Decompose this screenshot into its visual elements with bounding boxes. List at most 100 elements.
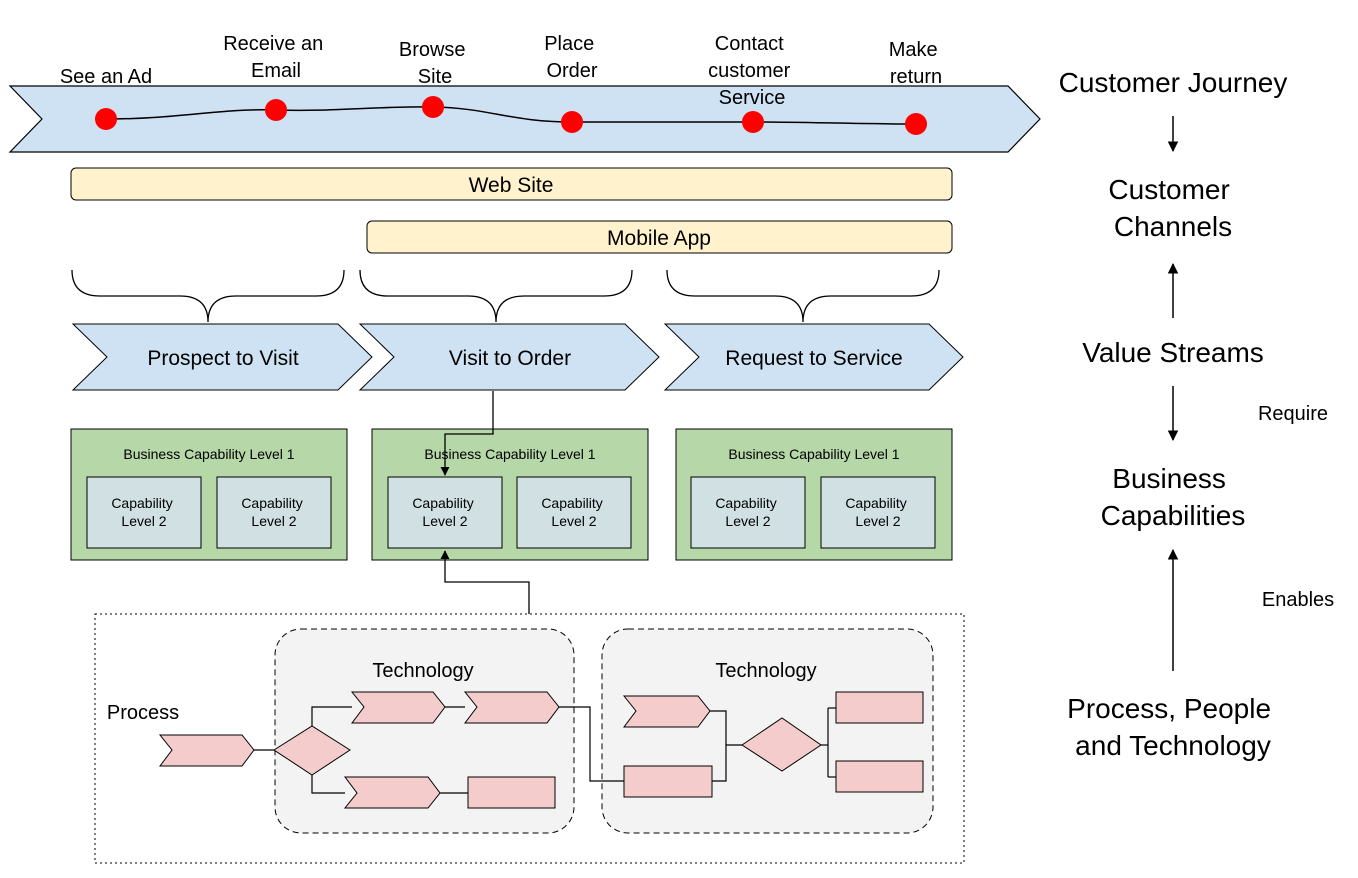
customer-channels: Web Site Mobile App	[70, 167, 953, 254]
curly-brace	[71, 269, 345, 323]
layer-label-business-capabilities: Business	[1112, 463, 1226, 494]
journey-step-label: Make	[889, 39, 938, 61]
capability-level-2	[216, 476, 332, 549]
journey-step: See an Ad	[60, 66, 152, 130]
mobile-app-channel	[366, 220, 953, 254]
capability-level-2-label: Capability	[541, 495, 602, 511]
process-flow-lines	[254, 706, 836, 794]
journey-step: Make return	[889, 39, 942, 135]
svg-text:Browse Site: Browse Site	[399, 39, 471, 88]
capability-level-2	[516, 476, 632, 549]
flow-line	[311, 770, 345, 794]
decision-diamond	[741, 717, 822, 772]
layer-label-value-streams: Value Streams	[1082, 337, 1264, 368]
journey-step-label: return	[890, 66, 942, 88]
journey-step-label: Browse	[399, 39, 466, 61]
process-task	[467, 776, 556, 809]
flow-line	[710, 710, 727, 745]
journey-step-dot	[422, 96, 444, 118]
capability-level-2-label: Level 2	[121, 513, 166, 529]
process-step-chevron	[343, 776, 441, 809]
journey-step-label: Contact	[715, 33, 784, 55]
value-stream-chevron	[71, 323, 373, 391]
capability-level-2-label: Capability	[241, 495, 302, 511]
layer-label-customer-journey: Customer Journey	[1059, 67, 1288, 98]
layer-label-business-capabilities: Capabilities	[1101, 500, 1246, 531]
process-shapes	[158, 691, 924, 809]
process-boundary	[94, 613, 965, 864]
capability-level-1-title: Business Capability Level 1	[424, 446, 595, 462]
journey-step-dot	[905, 113, 927, 135]
process-area: Process Technology Technology	[94, 613, 965, 864]
capability-level-2-label: Level 2	[855, 513, 900, 529]
svg-text:See an Ad: See an Ad	[60, 66, 152, 88]
journey-step-dot	[95, 108, 117, 130]
process-step-chevron	[463, 691, 560, 724]
journey-step-label: Receive an	[223, 33, 323, 55]
journey-step-label: Email	[251, 60, 301, 82]
flow-line	[712, 744, 742, 782]
process-label: Process	[107, 702, 179, 724]
technology-group-label: Technology	[715, 660, 816, 682]
layer-label-process-people-technology: Process, People	[1067, 693, 1271, 724]
capability-level-2-label: Level 2	[551, 513, 596, 529]
journey-step: Contact customer Service	[708, 33, 796, 133]
svg-text:Business Capabilities: Business Capabilities	[1101, 463, 1246, 531]
web-site-channel	[70, 167, 953, 201]
journey-step-label: See an Ad	[60, 66, 152, 88]
decision-diamond	[273, 725, 351, 776]
svg-text:Place Order: Place Order	[544, 33, 600, 82]
journey-step-dot	[742, 111, 764, 133]
capability-level-2-label: Capability	[845, 495, 906, 511]
value-stream-chevron	[358, 323, 660, 391]
journey-step: Browse Site	[399, 39, 471, 118]
capability-level-2-label: Level 2	[251, 513, 296, 529]
relation-require-label: Require	[1258, 403, 1328, 425]
value-stream-label: Visit to Order	[449, 347, 571, 370]
process-to-capability-connector	[440, 550, 530, 614]
capability-level-2-label: Capability	[715, 495, 776, 511]
svg-text:Capability Level 2: Capability Level 2	[845, 495, 910, 529]
capability-level-2	[387, 476, 503, 549]
svg-text:Value Streams: Value Streams	[1082, 337, 1264, 368]
value-stream-to-capability-connector	[440, 391, 494, 476]
layer-legend: Customer Journey Customer Channels Value…	[1059, 67, 1335, 761]
capability-level-2	[86, 476, 202, 549]
value-stream-label: Prospect to Visit	[147, 347, 299, 370]
journey-step: Place Order	[544, 33, 600, 133]
journey-step-label: Site	[418, 66, 452, 88]
value-stream-chevron	[663, 323, 964, 391]
process-task	[835, 691, 924, 724]
svg-text:Capability Level 2: Capability Level 2	[541, 495, 606, 529]
journey-step-label: Place	[544, 33, 594, 55]
journey-step-label: Service	[719, 87, 786, 109]
curly-brace	[359, 269, 633, 323]
process-step-chevron	[350, 691, 446, 724]
svg-text:Customer Channels: Customer Channels	[1108, 174, 1237, 242]
flow-line	[559, 706, 624, 782]
process-task	[623, 765, 713, 798]
capability-level-1-title: Business Capability Level 1	[123, 446, 294, 462]
svg-text:Capability Level 2: Capability Level 2	[111, 495, 176, 529]
capability-level-2	[690, 476, 806, 549]
value-stream-label: Request to Service	[725, 347, 902, 370]
mobile-app-label: Mobile App	[607, 227, 711, 250]
layer-label-customer-channels: Customer	[1108, 174, 1229, 205]
capability-level-2	[820, 476, 936, 549]
svg-text:Capability Level 2: Capability Level 2	[241, 495, 306, 529]
svg-text:Capability Level 2: Capability Level 2	[412, 495, 477, 529]
flow-line	[311, 706, 352, 730]
svg-text:Contact customer: Contact customer Service	[708, 33, 796, 109]
journey-step-label: Order	[546, 60, 597, 82]
capability-level-2-label: Capability	[412, 495, 473, 511]
value-stream-braces	[71, 269, 940, 323]
svg-text:Receive an Email: Receive an Email	[223, 33, 329, 82]
process-step-chevron	[158, 734, 255, 767]
customer-journey: See an Ad Receive an Email Browse Site P…	[8, 33, 1041, 153]
journey-step-label: customer	[708, 60, 791, 82]
capability-level-2-label: Capability	[111, 495, 172, 511]
journey-step: Receive an Email	[223, 33, 329, 121]
svg-text:Capability Level 2: Capability Level 2	[715, 495, 780, 529]
capability-level-2-label: Level 2	[422, 513, 467, 529]
